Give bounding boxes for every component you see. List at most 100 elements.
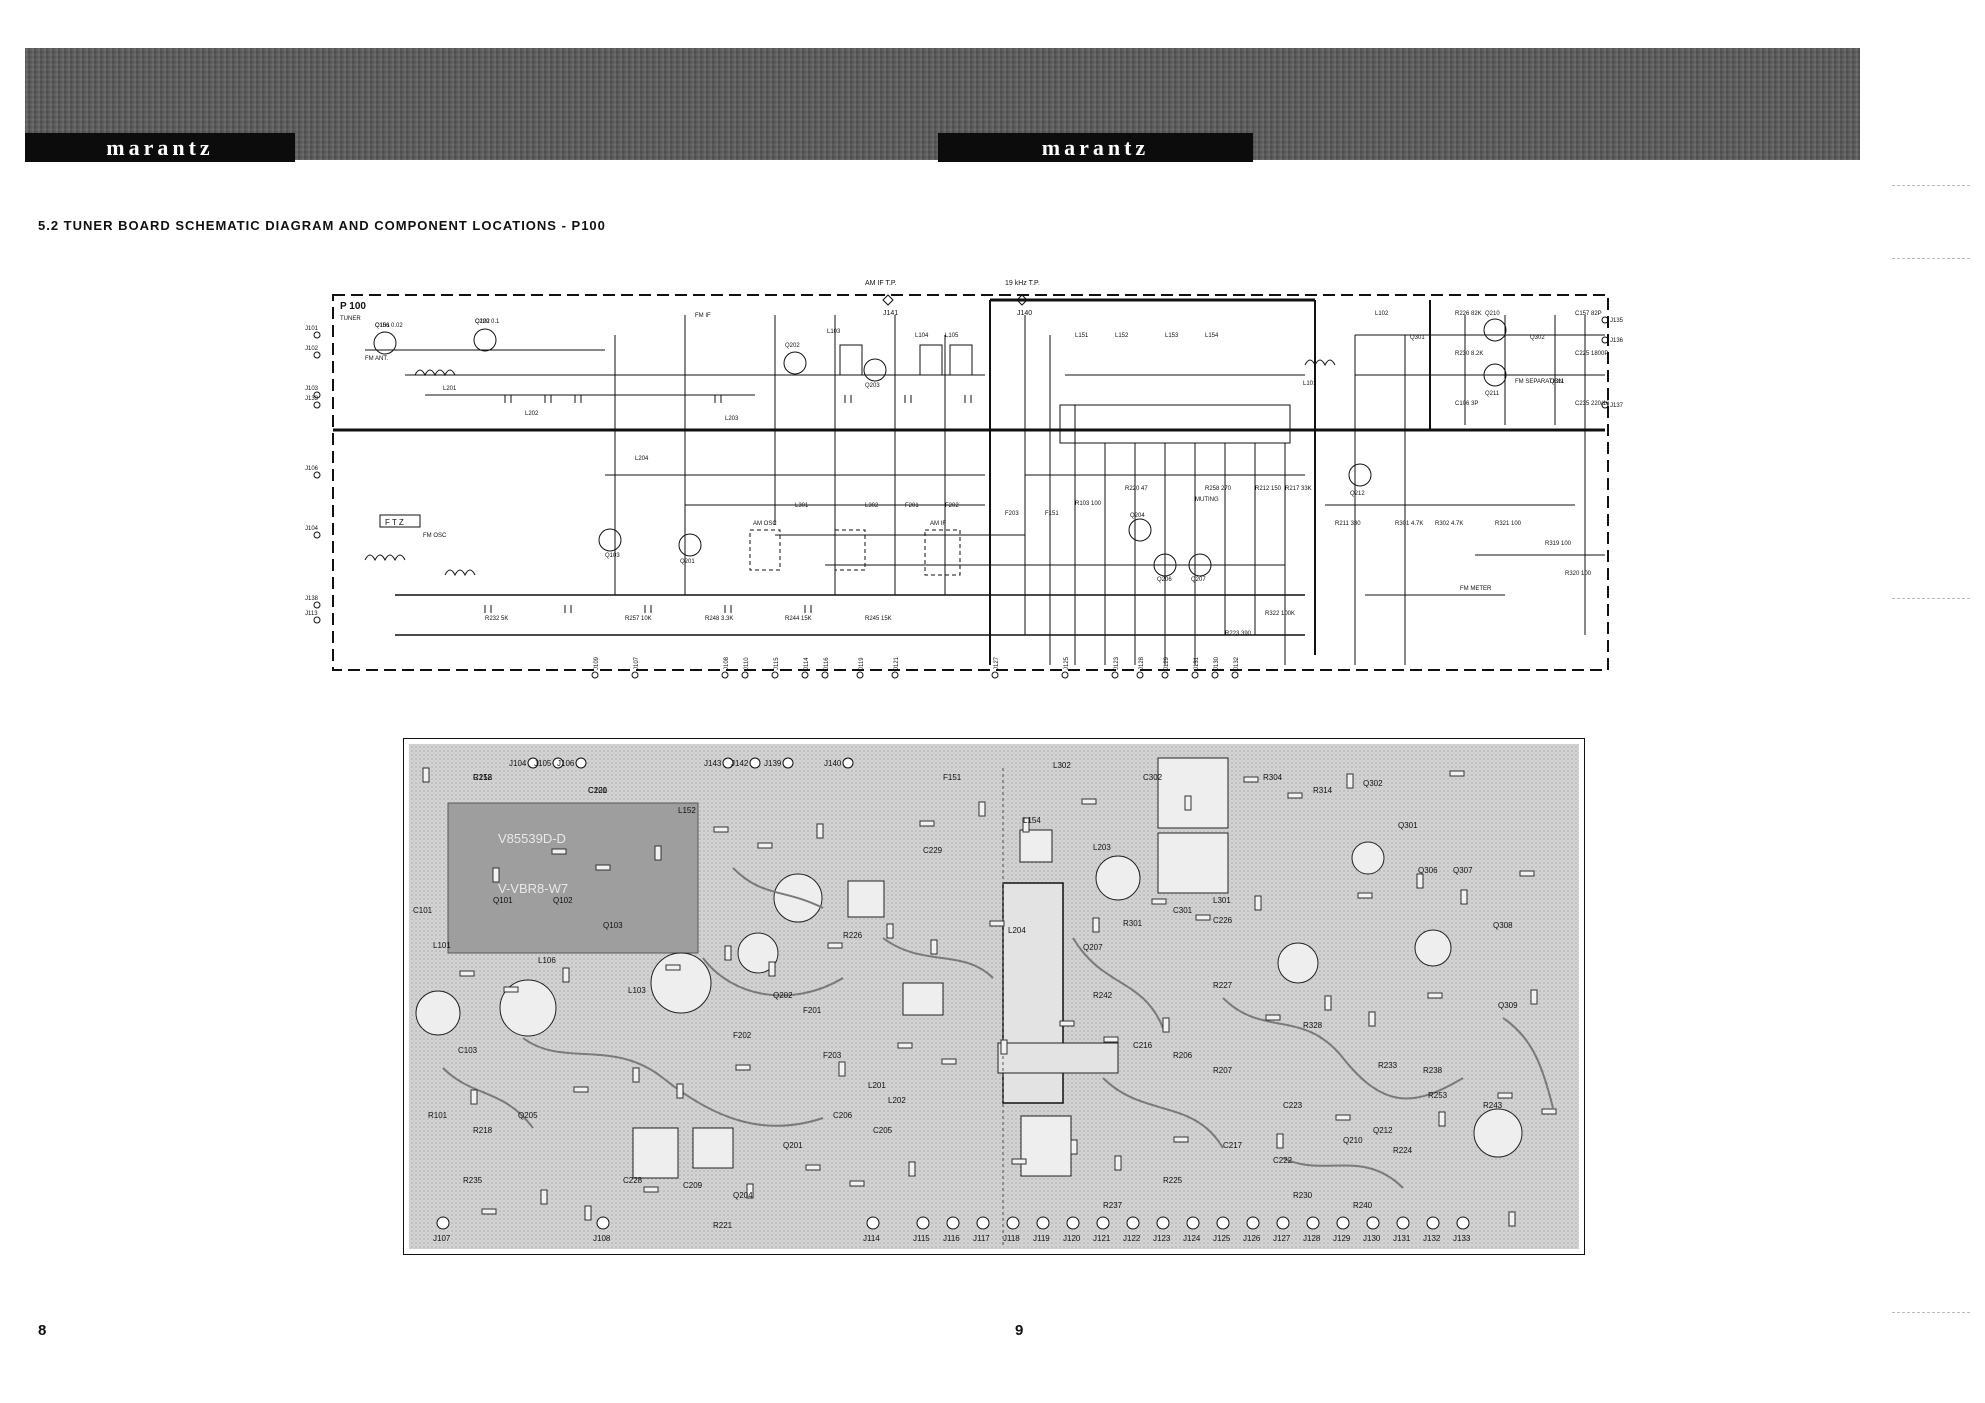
part-label: C217 <box>1223 1141 1243 1150</box>
jack-pin <box>1191 671 1199 679</box>
jack-label: J136 <box>1610 338 1624 344</box>
jack-label: J108 <box>724 656 730 670</box>
part-label: Q201 <box>783 1141 803 1150</box>
jack-label: J114 <box>804 657 810 670</box>
schematic-label: AM IF <box>930 521 946 527</box>
jack-label: J104 <box>305 526 319 532</box>
part-body <box>422 767 430 783</box>
jack-pin <box>313 391 321 399</box>
jack-label: J141 <box>883 310 898 317</box>
component-label: R319 100 <box>1545 541 1572 547</box>
jack-label: J135 <box>1610 318 1624 324</box>
svg-text:V-VBR8-W7: V-VBR8-W7 <box>498 881 568 896</box>
component-label: L302 <box>865 503 879 509</box>
part-label: R301 <box>1123 919 1143 928</box>
component-label: L151 <box>1075 333 1089 339</box>
edge-mark <box>1892 258 1970 259</box>
jack-pad <box>1186 1216 1200 1230</box>
jack-label: J115 <box>774 657 780 670</box>
part-label: R328 <box>1303 1021 1323 1030</box>
jack-pin <box>801 671 809 679</box>
part-label: R224 <box>1393 1146 1413 1155</box>
svg-text:V85539D-D: V85539D-D <box>498 831 566 846</box>
part-label: Q204 <box>733 1191 753 1200</box>
jack-pin <box>313 331 321 339</box>
part-label: R242 <box>1093 991 1113 1000</box>
component-label: L203 <box>725 416 739 422</box>
part-body <box>886 923 894 939</box>
part-label: L203 <box>1093 843 1111 852</box>
component-label: Q211 <box>1485 391 1500 397</box>
jack-pin <box>1231 671 1239 679</box>
part-label: R238 <box>1423 1066 1443 1075</box>
component-label: C235 220/16 <box>1575 401 1610 407</box>
part-label: R304 <box>1263 773 1283 782</box>
jack-pad <box>1366 1216 1380 1230</box>
jack-pad <box>1216 1216 1230 1230</box>
part-body <box>1519 870 1535 877</box>
component-label: R302 4.7K <box>1435 521 1463 527</box>
schematic-label: FM SEPARATION <box>1515 379 1563 385</box>
part-body <box>676 1083 684 1099</box>
jack-pad <box>1096 1216 1110 1230</box>
jack-label: J137 <box>1610 403 1624 409</box>
jack-label: J126 <box>1243 1234 1261 1243</box>
part-body <box>1449 770 1465 777</box>
brand-logo-left: marantz <box>25 133 295 162</box>
jack-label: J117 <box>973 1234 990 1243</box>
component-label: Q302 <box>1530 335 1545 341</box>
jack-pin <box>313 471 321 479</box>
part-label: R243 <box>1483 1101 1503 1110</box>
part-body <box>654 845 662 861</box>
part-body <box>1427 992 1443 999</box>
part-label: C223 <box>1283 1101 1303 1110</box>
part-label: L154 <box>1023 816 1041 825</box>
part-body <box>632 1067 640 1083</box>
part-body <box>908 1161 916 1177</box>
component-label: Q207 <box>1191 577 1206 583</box>
component-label: F201 <box>905 503 919 509</box>
part-body <box>827 942 843 949</box>
jack-label: J124 <box>1183 1234 1201 1243</box>
schematic-label: MUTING <box>1195 497 1219 503</box>
board-sublabel: TUNER <box>340 316 361 322</box>
part-body <box>1287 792 1303 799</box>
jack-label: J131 <box>1393 1234 1411 1243</box>
jack-pad <box>1396 1216 1410 1230</box>
jack-pad <box>1306 1216 1320 1230</box>
part-body <box>1184 795 1192 811</box>
jack-label: J120 <box>1063 1234 1081 1243</box>
part-body <box>573 1086 589 1093</box>
jack-pin <box>1601 336 1609 344</box>
jack-pin <box>313 616 321 624</box>
part-label: R207 <box>1213 1066 1233 1075</box>
jack-pin <box>1211 671 1219 679</box>
board-label: P 100 <box>340 301 366 312</box>
part-label: L204 <box>1008 926 1026 935</box>
jack-label: J128 <box>1139 656 1145 670</box>
jack-pad <box>1276 1216 1290 1230</box>
page-number-left: 8 <box>38 1322 47 1339</box>
jack-label: J108 <box>593 1234 611 1243</box>
jack-label: J107 <box>433 1234 451 1243</box>
jack-pin <box>856 671 864 679</box>
jack-label: J128 <box>1303 1234 1321 1243</box>
part-label: F203 <box>823 1051 842 1060</box>
jack-label: J115 <box>913 1234 930 1243</box>
part-body <box>989 920 1005 927</box>
jack-label: J130 <box>1363 1234 1381 1243</box>
part-body <box>1114 1155 1122 1171</box>
component-label: F202 <box>945 503 959 509</box>
part-body <box>1011 1158 1027 1165</box>
jack-label: J133 <box>1453 1234 1471 1243</box>
jack-label: J133 <box>305 396 319 402</box>
part-body <box>540 1189 548 1205</box>
part-label: R235 <box>463 1176 483 1185</box>
part-label: R226 <box>843 931 863 940</box>
part-label: R233 <box>1378 1061 1398 1070</box>
part-label: L106 <box>538 956 556 965</box>
part-label: L201 <box>868 1081 886 1090</box>
part-label: L152 <box>678 806 696 815</box>
component-label: Q203 <box>865 383 880 389</box>
